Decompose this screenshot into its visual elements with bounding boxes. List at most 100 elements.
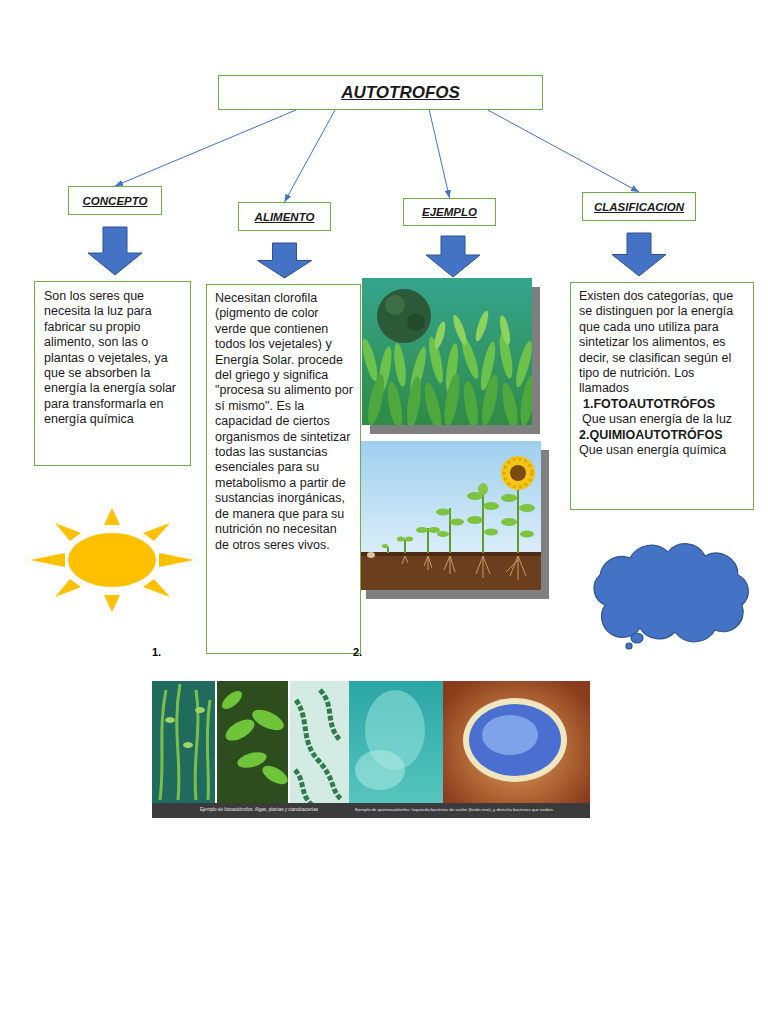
- block-arrow: [612, 233, 666, 276]
- sun-symbol-part: [159, 553, 194, 567]
- example-photo-strip-part: [349, 681, 443, 818]
- example-photo-strip-part-part: [195, 690, 198, 800]
- sun-symbol-part: [143, 579, 170, 597]
- plant-growth-photo-part-part-part: [467, 516, 483, 524]
- example-photo-strip-part: [152, 681, 215, 818]
- seaweed-photo-part-part: [433, 310, 513, 350]
- sun-symbol-part: [30, 553, 65, 567]
- heading-box: EJEMPLO: [403, 198, 496, 226]
- seaweed-photo-part-part-part: [451, 314, 469, 347]
- seaweed-photo-part-part-part: [461, 380, 480, 425]
- example-photo-strip-part: [160, 684, 210, 800]
- example-photo-strip-part: [219, 688, 291, 788]
- plant-growth-photo-part-part-part: [427, 528, 429, 553]
- plant-growth-photo-part-part-part: [519, 504, 535, 512]
- seaweed-photo-part: [362, 278, 532, 425]
- connector-arrow: [115, 110, 296, 186]
- plant-growth-photo-part-part: [402, 556, 526, 580]
- thought-cloud-part: [626, 643, 632, 649]
- example-photo-strip-part-part: [320, 690, 340, 740]
- example-photo-strip-part: [482, 715, 538, 755]
- body-text: 2.QUIMIOAUTOTRÓFOS: [579, 428, 745, 443]
- sun-symbol-part: [68, 533, 156, 587]
- block-arrow: [88, 227, 142, 275]
- seaweed-photo-part-part-part: [441, 372, 462, 425]
- seaweed-photo-part-part-part: [518, 373, 532, 425]
- example-photo-strip-part-part: [259, 762, 290, 788]
- example-photo-strip-part: [217, 681, 288, 818]
- body-text: Que usan energía química: [579, 443, 745, 458]
- seaweed-photo-part-part-part: [421, 381, 444, 425]
- body-text: Son los seres que necesita la luz para f…: [44, 289, 182, 428]
- plant-growth-photo-part: [358, 441, 541, 590]
- example-photo-strip-part-part: [195, 707, 205, 713]
- example-photo-strip-part: [443, 681, 590, 818]
- plant-growth-photo-part-part-part: [520, 531, 534, 538]
- example-photo-strip-part: [469, 704, 561, 776]
- example-photo-strip-part: [165, 707, 205, 748]
- seaweed-photo-part-part-part: [385, 380, 405, 425]
- plant-growth-photo-part-part-part: [436, 509, 450, 516]
- plant-growth-photo-part-part-part: [444, 556, 455, 574]
- sun-symbol-part: [143, 523, 170, 541]
- plant-growth-photo-part-part-part: [482, 492, 484, 553]
- title-box: AUTOTROFOS: [218, 75, 543, 110]
- connector-arrow: [429, 110, 449, 198]
- seaweed-photo-part-part-part: [498, 314, 512, 345]
- text-box: Son los seres que necesita la luz para f…: [34, 281, 191, 466]
- body-text: Que usan energía de la luz: [582, 412, 745, 427]
- example-photo-strip-part-part: [165, 717, 175, 723]
- block-arrow: [426, 236, 480, 277]
- heading-text: AUTOTROFOS: [301, 83, 460, 103]
- plant-growth-photo-part-part: [478, 483, 488, 495]
- plant-growth-photo-part-part-part: [416, 527, 428, 533]
- example-photo-strip-part-part: [183, 742, 193, 748]
- sun-symbol-part: [104, 508, 120, 525]
- body-text: 1.FOTOAUTOTRÓFOS: [583, 397, 745, 412]
- example-photo-strip-part-part: [249, 706, 287, 735]
- sun-symbol: [30, 508, 194, 612]
- example-photo-strip-part-part: [295, 770, 312, 805]
- plant-growth-photo-part-part-part: [382, 544, 388, 548]
- plant-growth-photo-part-part-part: [483, 502, 499, 510]
- plant-growth-photo-part-part-part: [424, 556, 432, 570]
- callout-number: 1.: [152, 646, 161, 658]
- example-photo-strip-part-part: [222, 715, 258, 745]
- text-box: Necesitan clorofila (pigmento de color v…: [206, 284, 361, 654]
- plant-growth-photo-part-part: [358, 441, 541, 590]
- heading-text: ALIMENTO: [255, 211, 315, 223]
- example-photo-strip-part-part: [160, 690, 166, 800]
- seaweed-photo-part-part: [385, 295, 405, 315]
- seaweed-photo-part-part-part: [499, 381, 521, 425]
- seaweed-photo-part-part: [407, 313, 425, 331]
- photo-caption: Ejemplo de fotoautótrofos: Algas, planta…: [200, 807, 318, 812]
- plant-growth-photo-part-part-part: [397, 537, 405, 542]
- sun-symbol-part: [55, 579, 81, 597]
- plant-growth-photo-part-part-part: [476, 556, 490, 578]
- plant-growth-photo-part-part-part: [402, 556, 408, 564]
- callout-number: 2.: [353, 646, 362, 658]
- thought-cloud-part: [594, 544, 748, 642]
- example-photo-strip: [152, 681, 590, 818]
- example-photo-strip-part-part: [219, 688, 245, 713]
- plant-growth-photo-part-part: [510, 465, 526, 481]
- heading-box: CONCEPTO: [68, 186, 162, 215]
- connector-arrow: [285, 110, 336, 202]
- sun-symbol-part: [104, 595, 120, 612]
- example-photo-strip-part-part: [207, 700, 210, 800]
- plant-growth-photo-part-part-part: [517, 484, 519, 553]
- seaweed-photo-part-part-part: [404, 375, 423, 425]
- plant-growth-photo-part-part: [367, 552, 375, 558]
- seaweed-photo-part-part-part: [392, 343, 408, 388]
- plant-growth-photo-part-part-part: [501, 494, 517, 502]
- block-arrow: [258, 243, 312, 278]
- plant-growth-photo-part-part-part: [450, 519, 464, 526]
- sun-symbol-part: [55, 523, 81, 541]
- body-text: Necesitan clorofila (pigmento de color v…: [215, 291, 353, 553]
- heading-text: CONCEPTO: [83, 195, 148, 207]
- thought-cloud-part: [631, 633, 643, 643]
- plant-growth-photo-part-part: [388, 484, 518, 553]
- text-box: Existen dos categorías, que se distingue…: [570, 282, 754, 510]
